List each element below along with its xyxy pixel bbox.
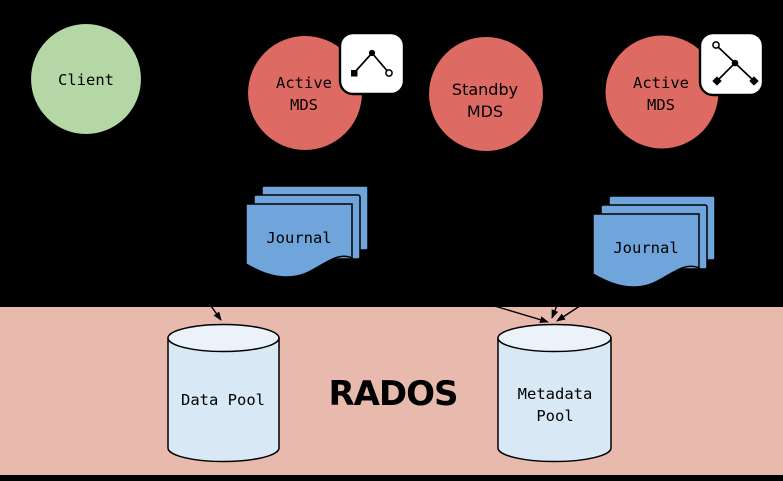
journal-1-label: Journal <box>266 229 331 247</box>
badge-1-frame <box>338 31 406 96</box>
standby-mds-circle <box>427 35 545 153</box>
active-mds-1-badge <box>338 31 406 96</box>
polyline-chevron-icon <box>351 49 393 77</box>
standby-mds-label-line1: Standby <box>452 80 518 99</box>
journal-1-stack: Journal <box>245 185 369 278</box>
active-mds-2-badge <box>698 31 765 97</box>
arrow-journal1-to-metadata-pool <box>360 265 549 324</box>
active-mds-1-label-line2: MDS <box>290 96 318 114</box>
journal-2-stack: Journal <box>592 195 716 288</box>
subtree-branch-icon <box>712 41 759 86</box>
journal-2-label: Journal <box>613 239 678 257</box>
data-pool-top <box>167 323 280 353</box>
rados-label: RADOS <box>328 374 457 414</box>
arrows <box>86 132 622 324</box>
arrow-journal2-to-metadata-pool <box>556 283 614 322</box>
client-node: Client <box>29 22 143 136</box>
standby-mds-label-line2: MDS <box>467 102 503 121</box>
metadata-pool-label-line1: Metadata <box>518 385 593 403</box>
client-circle <box>29 22 143 136</box>
arrow-client-to-data-pool <box>86 132 222 321</box>
metadata-pool-cylinder: Metadata Pool <box>497 323 612 463</box>
active-mds-2-label-line2: MDS <box>647 96 675 114</box>
badge-2-frame <box>698 31 765 97</box>
data-pool-label: Data Pool <box>181 391 265 409</box>
arrow-active-mds2-to-metadata-pool <box>551 141 622 319</box>
metadata-pool-body <box>497 337 612 463</box>
data-pool-body <box>167 337 280 463</box>
journal-1-page-front <box>245 203 353 278</box>
rados-band <box>0 307 783 475</box>
active-mds-1-node: Active MDS <box>246 34 364 152</box>
active-mds-2-label-line1: Active <box>633 74 689 92</box>
client-label: Client <box>58 71 114 89</box>
metadata-pool-top <box>497 323 612 353</box>
journal-2-page-front <box>592 213 700 288</box>
data-pool-cylinder: Data Pool <box>167 323 280 463</box>
metadata-pool-label-line2: Pool <box>536 407 573 425</box>
active-mds-1-label-line1: Active <box>276 74 332 92</box>
standby-mds-node: Standby MDS <box>427 35 545 153</box>
